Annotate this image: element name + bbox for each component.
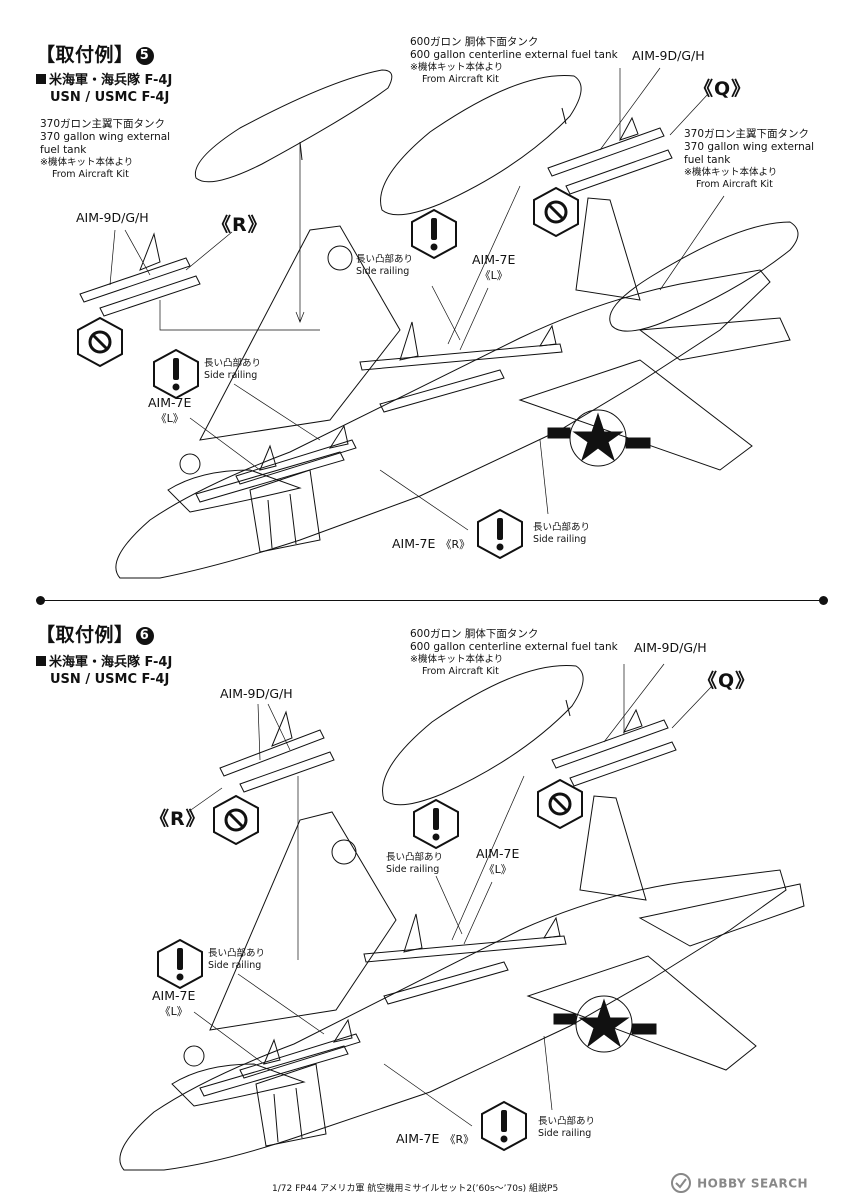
wing-tank-right xyxy=(609,221,799,332)
aim9-left-2 xyxy=(99,275,201,317)
aim7-left-label: AIM-7E 《L》 xyxy=(152,988,196,1018)
aim9-right-2 xyxy=(569,741,677,787)
page-footer: 1/72 FP44 アメリカ軍 航空機用ミサイルセット2(’60s～’70s) … xyxy=(272,1184,559,1194)
aim7-bottom-rail-note: 長い凸部あり Side railing xyxy=(538,1116,596,1139)
aim7-lower-left xyxy=(195,451,345,503)
aim7-bottom-label: AIM-7E 《R》 xyxy=(392,536,471,551)
section-5-variant: 米海軍・海兵隊 F-4J USN / USMC F-4J xyxy=(36,72,172,106)
square-bullet-icon xyxy=(36,656,46,666)
aim7-lower-left xyxy=(199,1045,349,1097)
warning-icon xyxy=(157,798,527,1152)
wing-tank-right-label: 370ガロン主翼下面タンク 370 gallon wing external f… xyxy=(684,128,815,190)
aim7-left-rail-note: 長い凸部あり Side railing xyxy=(208,948,266,971)
wing-left xyxy=(199,225,401,441)
brand-logo-icon xyxy=(671,1173,691,1193)
aim7-bottom-label: AIM-7E 《R》 xyxy=(396,1131,475,1146)
wing-left xyxy=(209,811,397,1031)
centerline-tank xyxy=(380,74,582,216)
aim7-upper-right xyxy=(363,935,567,963)
vertical-tail xyxy=(579,795,647,901)
aim9-right-2 xyxy=(565,149,673,195)
section-number-badge: 5 xyxy=(135,47,154,65)
aim9-left-label: AIM-9D/G/H xyxy=(220,686,293,701)
warning-icon xyxy=(153,208,523,560)
aim7-upper-rail-note: 長い凸部あり Side railing xyxy=(386,852,444,875)
aim7-upper-rail-note: 長い凸部あり Side railing xyxy=(356,254,414,277)
aim7-left-label: AIM-7E 《L》 xyxy=(148,395,192,425)
aim7-lower-right xyxy=(379,369,505,413)
position-r-label: 《R》 xyxy=(212,214,268,236)
section-6-aircraft-illustration xyxy=(119,663,805,1171)
aim7-lower-right xyxy=(383,961,509,1005)
wing-right xyxy=(526,955,757,1071)
aim9-left-2 xyxy=(239,751,335,793)
aim9-right-1 xyxy=(551,719,669,769)
vertical-tail xyxy=(575,197,641,301)
aim9-right-1 xyxy=(547,127,665,177)
aim9-left-label: AIM-9D/G/H xyxy=(76,210,149,225)
centerline-tank xyxy=(382,664,584,806)
aim9-left-1 xyxy=(79,257,191,303)
fuselage-outline xyxy=(119,869,787,1171)
wing-tank-left xyxy=(194,69,393,183)
aim7-left-rail-note: 長い凸部あり Side railing xyxy=(204,358,262,381)
divider-dot-left xyxy=(36,596,45,605)
section-5-aircraft-illustration xyxy=(77,67,799,579)
aim7-bottom-rail-note: 長い凸部あり Side railing xyxy=(533,522,591,545)
section-title-text: 【取付例】 xyxy=(36,624,134,646)
fuselage-outline xyxy=(115,269,771,579)
no-glue-icon xyxy=(213,778,583,846)
section-5-title: 【取付例】5 xyxy=(36,40,154,67)
brand-watermark: HOBBY SEARCH xyxy=(670,1172,808,1194)
section-title-text: 【取付例】 xyxy=(36,44,134,66)
wing-tank-left-label: 370ガロン主翼下面タンク 370 gallon wing external f… xyxy=(40,118,171,180)
section-6-variant: 米海軍・海兵隊 F-4J USN / USMC F-4J xyxy=(36,654,172,688)
section-number-badge: 6 xyxy=(135,627,154,645)
section-divider xyxy=(36,596,828,605)
square-bullet-icon xyxy=(36,74,46,84)
section-6-title: 【取付例】6 xyxy=(36,620,154,647)
aim7-upper-label: AIM-7E 《L》 xyxy=(472,252,516,282)
aim9-right-label: AIM-9D/G/H xyxy=(634,640,707,655)
no-glue-icon xyxy=(77,186,579,368)
exclamation-icon xyxy=(172,218,504,551)
aim7-upper-label: AIM-7E 《L》 xyxy=(476,846,520,876)
divider-dot-right xyxy=(819,596,828,605)
aim9-right-label: AIM-9D/G/H xyxy=(632,48,705,63)
exclamation-icon xyxy=(176,808,508,1143)
position-r-label: 《R》 xyxy=(150,808,206,830)
wing-right xyxy=(518,359,753,471)
aim7-upper-right xyxy=(359,343,563,371)
centerline-tank-label: 600ガロン 胴体下面タンク 600 gallon centerline ext… xyxy=(410,628,618,677)
position-q-label: 《Q》 xyxy=(694,78,752,100)
centerline-tank-label: 600ガロン 胴体下面タンク 600 gallon centerline ext… xyxy=(410,36,618,85)
position-q-label: 《Q》 xyxy=(698,670,756,692)
